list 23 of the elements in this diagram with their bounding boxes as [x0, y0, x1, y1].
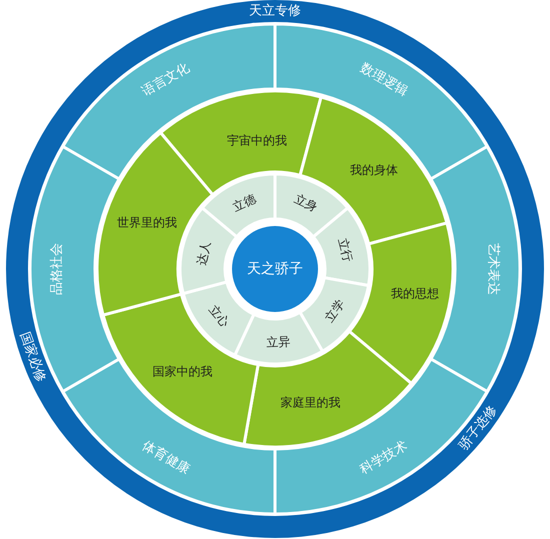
- segment-label: 家庭里的我: [280, 395, 341, 410]
- segment-label: 科学技术: [358, 438, 410, 478]
- segment-label: 骄子选修: [456, 402, 500, 453]
- segment-label: 国家必修: [16, 330, 48, 384]
- segment-label: 立学: [322, 297, 348, 325]
- segment-label: 立德: [230, 191, 258, 214]
- segment-label: 立行: [336, 236, 356, 264]
- segment-label: 立心: [206, 302, 232, 330]
- segment-label: 语言文化: [140, 60, 192, 100]
- segment-label: 天之骄子: [247, 261, 303, 277]
- segment-label: 体育健康: [140, 438, 192, 478]
- segment-label: 国家中的我: [152, 364, 213, 379]
- segment-label: 数理逻辑: [358, 60, 410, 100]
- segment-label: 世界里的我: [117, 215, 178, 230]
- segment-label: 天立专修: [249, 4, 301, 18]
- segment-label: 达人: [194, 240, 214, 266]
- segment-label: 艺术表达: [486, 243, 500, 295]
- segment-label: 立身: [292, 191, 320, 214]
- segment-label: 我的身体: [350, 163, 398, 177]
- segment-label: 我的思想: [390, 286, 439, 301]
- segment-label: 品格社会: [50, 243, 64, 295]
- segment-label: 立异: [266, 334, 290, 350]
- segment-label: 宇宙中的我: [226, 133, 287, 148]
